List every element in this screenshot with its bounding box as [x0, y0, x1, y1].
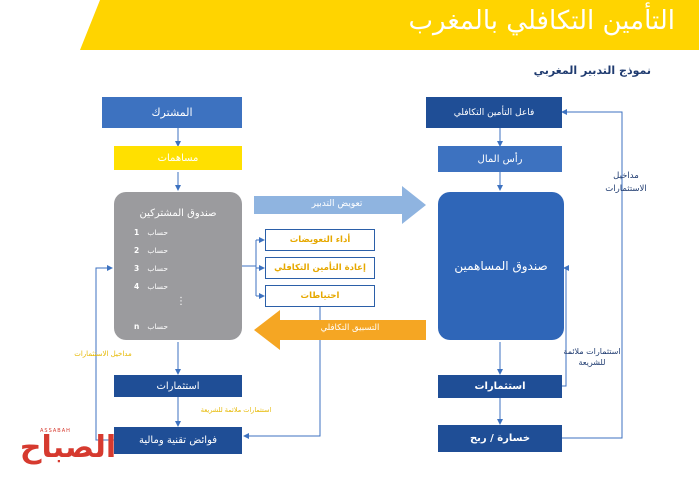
sharia-investments-label: استثمارات ملائمة للشريعة: [563, 347, 621, 368]
operator-box: فاعل التأمين التكافلي: [426, 97, 562, 128]
takaful-advance-label: التسبيق التكافلي: [320, 323, 380, 333]
takaful-advance-arrow: [254, 310, 426, 350]
reserves-box: احتياطات: [265, 285, 375, 307]
subscriber-box: المشترك: [102, 97, 242, 128]
management-fee-label: تعويض التدبير: [311, 199, 363, 209]
left-sharia-investments-label: استثمارات ملائمة للشريعة: [200, 406, 272, 414]
page-subtitle: نموذج التدبير المغربي: [533, 64, 651, 77]
pool-title: صندوق المشتركين: [139, 208, 217, 219]
contributions-box: مساهمات: [114, 146, 242, 170]
logo-text: الصباح: [19, 430, 117, 465]
left-investment-income-label: مداخيل الاستثمارات: [74, 350, 132, 358]
claims-payment-box: أداء التعويضات: [265, 229, 375, 251]
page-title: التأمين التكافلي بالمغرب: [408, 6, 675, 36]
retakaful-box: إعادة التأمين التكافلي: [265, 257, 375, 279]
accounts-ellipsis: ⋮: [176, 296, 186, 307]
capital-box: رأس المال: [438, 146, 562, 172]
shareholders-fund-box: صندوق المساهمين: [438, 192, 564, 340]
management-fee-arrow: [254, 186, 426, 224]
investment-income-label: مداخيل الاستثمارات: [605, 171, 647, 194]
logo-tag: ASSABAH: [40, 428, 71, 434]
left-investments-box: استثمارات: [114, 375, 242, 397]
header-bar: [0, 0, 699, 58]
right-investments-box: استثمارات: [438, 375, 562, 398]
assabah-logo: ASSABAH الصباح: [4, 426, 132, 476]
surplus-box: فوائض تقنية ومالية: [114, 427, 242, 454]
profit-loss-box: خسارة / ربح: [438, 425, 562, 452]
